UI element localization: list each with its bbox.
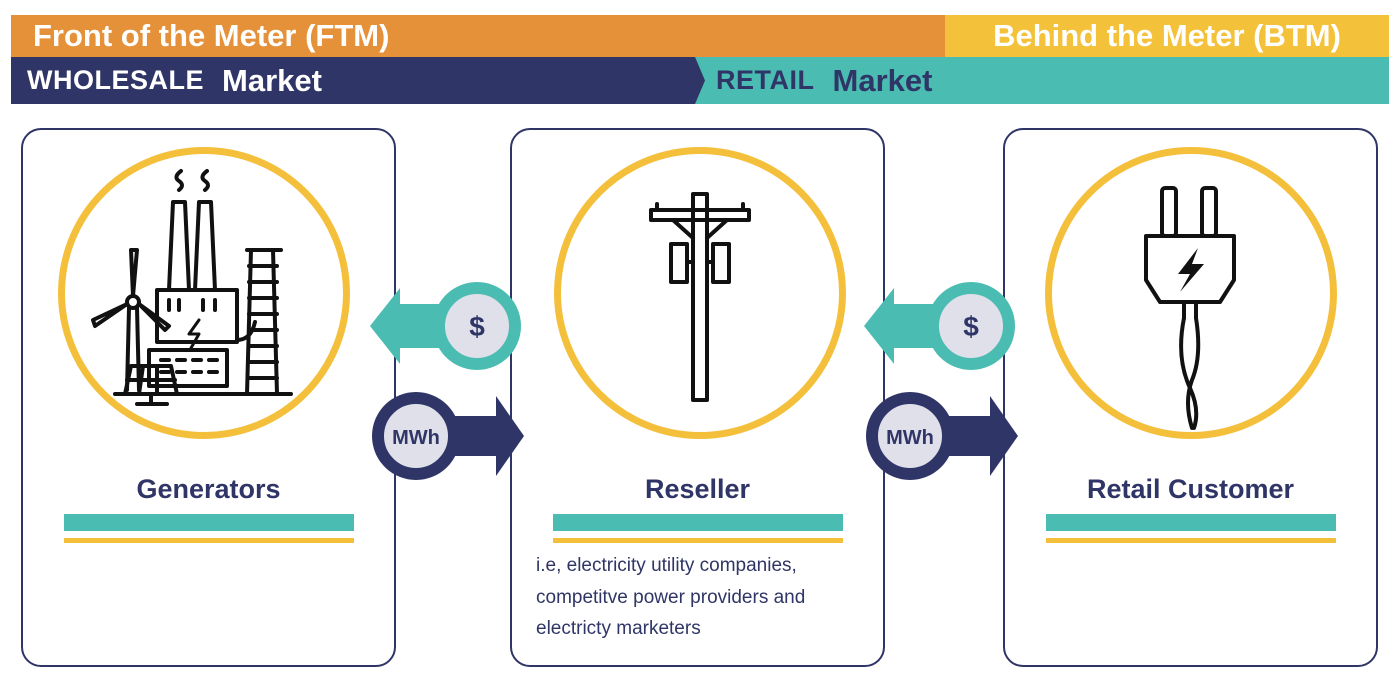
ftm-label: Front of the Meter (FTM) xyxy=(33,18,389,54)
front-of-meter-band: Front of the Meter (FTM) xyxy=(11,15,945,57)
retail-customer-icon-ring xyxy=(1045,147,1337,439)
reseller-description-line: i.e, electricity utility companies, xyxy=(536,550,876,582)
retail-label: RETAIL xyxy=(716,65,815,96)
reseller-title: Reseller xyxy=(512,474,883,505)
behind-meter-band: Behind the Meter (BTM) xyxy=(945,15,1389,57)
generators-title: Generators xyxy=(23,474,394,505)
mwh-label: MWh xyxy=(392,427,440,449)
reseller-yellow-line xyxy=(553,538,843,543)
generators-icon-ring xyxy=(58,147,350,439)
retail-customer-title: Retail Customer xyxy=(1005,474,1376,505)
btm-label: Behind the Meter (BTM) xyxy=(993,18,1341,54)
mwh-label: MWh xyxy=(886,427,934,449)
reseller-description: i.e, electricity utility companies, comp… xyxy=(536,550,876,645)
utility-pole-icon xyxy=(561,154,839,432)
reseller-card: Reseller i.e, electricity utility compan… xyxy=(510,128,885,667)
energy-flow-arrow-1: MWh xyxy=(366,390,528,486)
retail-customer-yellow-line xyxy=(1046,538,1336,543)
retail-market-word: Market xyxy=(833,63,933,99)
generators-card: Generators xyxy=(21,128,396,667)
dollar-icon: $ xyxy=(469,311,485,342)
wholesale-label: WHOLESALE xyxy=(27,65,204,96)
power-plant-icon xyxy=(65,154,343,432)
energy-flow-arrow-2: MWh xyxy=(860,390,1022,486)
reseller-description-line: electricty marketers xyxy=(536,613,876,645)
dollar-icon: $ xyxy=(963,311,979,342)
reseller-teal-bar xyxy=(553,514,843,531)
money-flow-arrow-1: $ xyxy=(366,280,528,376)
retail-customer-teal-bar xyxy=(1046,514,1336,531)
electric-plug-icon xyxy=(1052,154,1330,432)
wholesale-market-band: WHOLESALE Market xyxy=(11,57,705,104)
reseller-icon-ring xyxy=(554,147,846,439)
reseller-description-line: competitve power providers and xyxy=(536,582,876,614)
generators-teal-bar xyxy=(64,514,354,531)
wholesale-market-word: Market xyxy=(222,63,322,99)
retail-market-label: RETAIL Market xyxy=(716,57,932,104)
generators-yellow-line xyxy=(64,538,354,543)
retail-customer-card: Retail Customer xyxy=(1003,128,1378,667)
money-flow-arrow-2: $ xyxy=(860,280,1022,376)
